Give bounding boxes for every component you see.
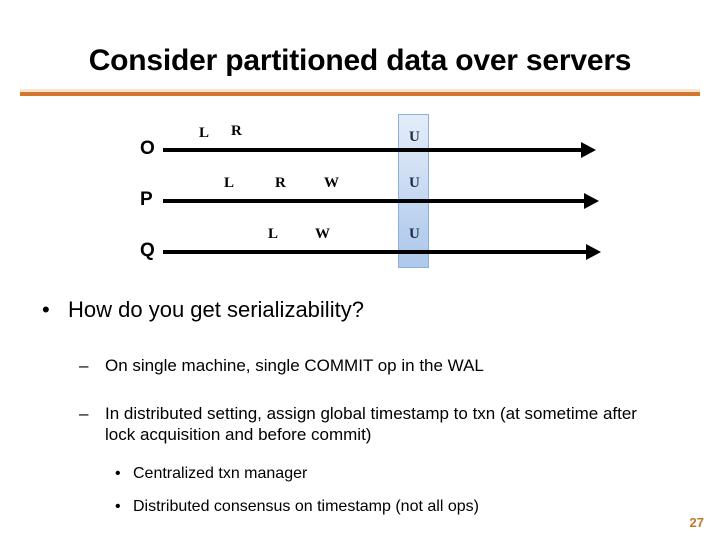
op-label-q-unlock: U [409, 226, 420, 242]
bullet-serializability: • How do you get serializability? [42, 297, 364, 323]
bullet-distributed-consensus: • Distributed consensus on timestamp (not… [115, 498, 479, 516]
bullet-text: On single machine, single COMMIT op in t… [105, 356, 484, 375]
bullet-marker-icon: • [115, 498, 121, 515]
title-rule [20, 92, 700, 96]
bullet-text: Centralized txn manager [133, 465, 308, 482]
timeline-axis-o [163, 148, 581, 152]
op-label-o-lock: L [199, 125, 210, 141]
timeline-axis-p [163, 199, 584, 203]
timeline-label-o: O [140, 138, 155, 159]
timeline-arrow-p [584, 193, 599, 209]
bullet-marker-icon: • [115, 465, 121, 482]
op-label-p-unlock: U [409, 175, 420, 191]
op-label-p-lock: L [224, 175, 235, 191]
timeline-label-p: P [140, 189, 153, 210]
bullet-marker-icon: • [42, 297, 50, 322]
bullet-text: How do you get serializability? [68, 297, 364, 322]
timeline-diagram: O L R U P L R W U Q L W U [140, 114, 601, 268]
op-label-q-write: W [315, 226, 331, 242]
op-label-o-read: R [231, 123, 243, 139]
bullet-centralized-txn-manager: • Centralized txn manager [115, 465, 307, 483]
timeline-arrow-o [581, 142, 596, 158]
dash-marker-icon: – [79, 356, 89, 375]
bullet-single-machine: –On single machine, single COMMIT op in … [79, 355, 645, 376]
timeline-arrow-q [586, 244, 601, 260]
page-number: 27 [689, 515, 704, 530]
op-label-p-write: W [324, 175, 340, 191]
bullet-distributed-setting: –In distributed setting, assign global t… [79, 403, 645, 446]
title-rule-highlight [20, 89, 700, 92]
page-title: Consider partitioned data over servers [88, 44, 632, 77]
op-label-q-lock: L [268, 226, 279, 242]
op-label-o-unlock: U [409, 129, 420, 145]
dash-marker-icon: – [79, 404, 89, 423]
commit-point-band [398, 114, 429, 268]
op-label-p-read: R [275, 175, 287, 191]
timeline-label-q: Q [140, 240, 155, 261]
bullet-text: Distributed consensus on timestamp (not … [133, 498, 479, 515]
bullet-text: In distributed setting, assign global ti… [105, 404, 637, 445]
timeline-axis-q [163, 250, 586, 254]
